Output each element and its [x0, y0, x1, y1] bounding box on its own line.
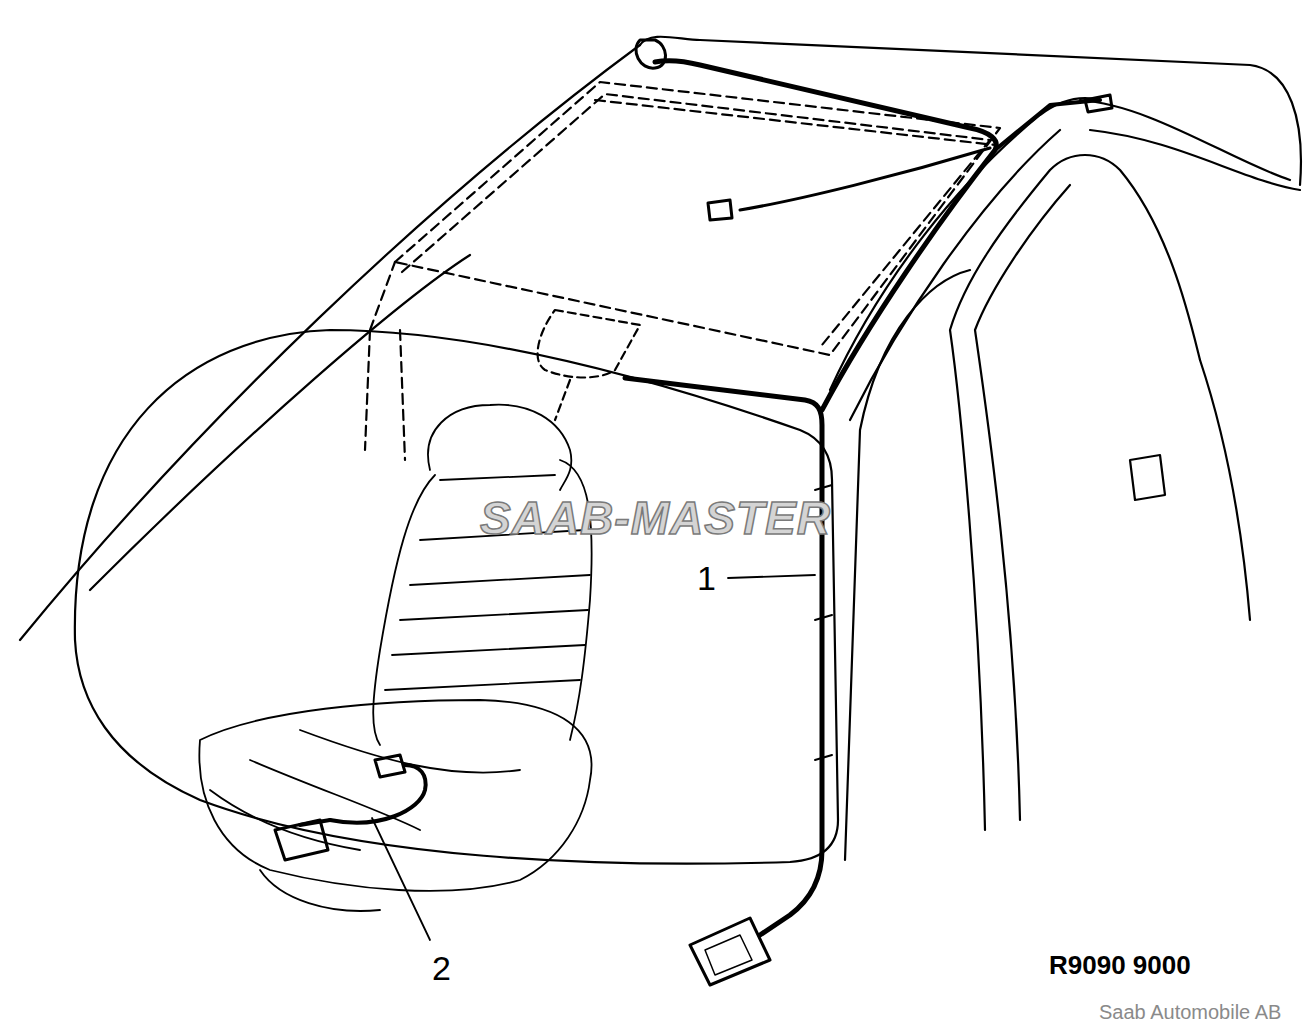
roof-edge [20, 45, 640, 640]
a-pillar [830, 98, 1100, 390]
callout-number: 2 [432, 951, 451, 985]
callout-number: 1 [697, 561, 716, 595]
leader-line [728, 575, 815, 578]
door-window [950, 155, 1200, 830]
seat [199, 405, 591, 911]
sunroof-rail [595, 100, 995, 145]
mirror-stem [555, 380, 570, 420]
connector-detail [705, 935, 752, 975]
pillar-dash [365, 330, 370, 450]
connector [708, 200, 732, 220]
windscreen [75, 330, 838, 864]
figure-code: R9090 9000 [1049, 952, 1191, 978]
clip [1085, 95, 1112, 112]
roof-rear [1080, 100, 1290, 180]
door-rear [1200, 360, 1250, 620]
leader-line [372, 818, 430, 940]
door-handle [1130, 455, 1165, 500]
door-window-inner [975, 185, 1070, 820]
sunroof-inner [402, 94, 990, 345]
roof-inner-edge [90, 255, 470, 590]
connector [690, 918, 770, 985]
seat-harness [300, 765, 426, 825]
roof-rail [1090, 130, 1300, 190]
door-edge [845, 270, 970, 860]
connector [375, 755, 405, 777]
pillar-dash [370, 262, 395, 330]
connector [275, 820, 328, 860]
pillar-dash [400, 330, 405, 460]
watermark: SAAB-MASTER [480, 495, 831, 541]
clip [636, 40, 666, 68]
copyright-note: Saab Automobile AB [1099, 1002, 1281, 1022]
